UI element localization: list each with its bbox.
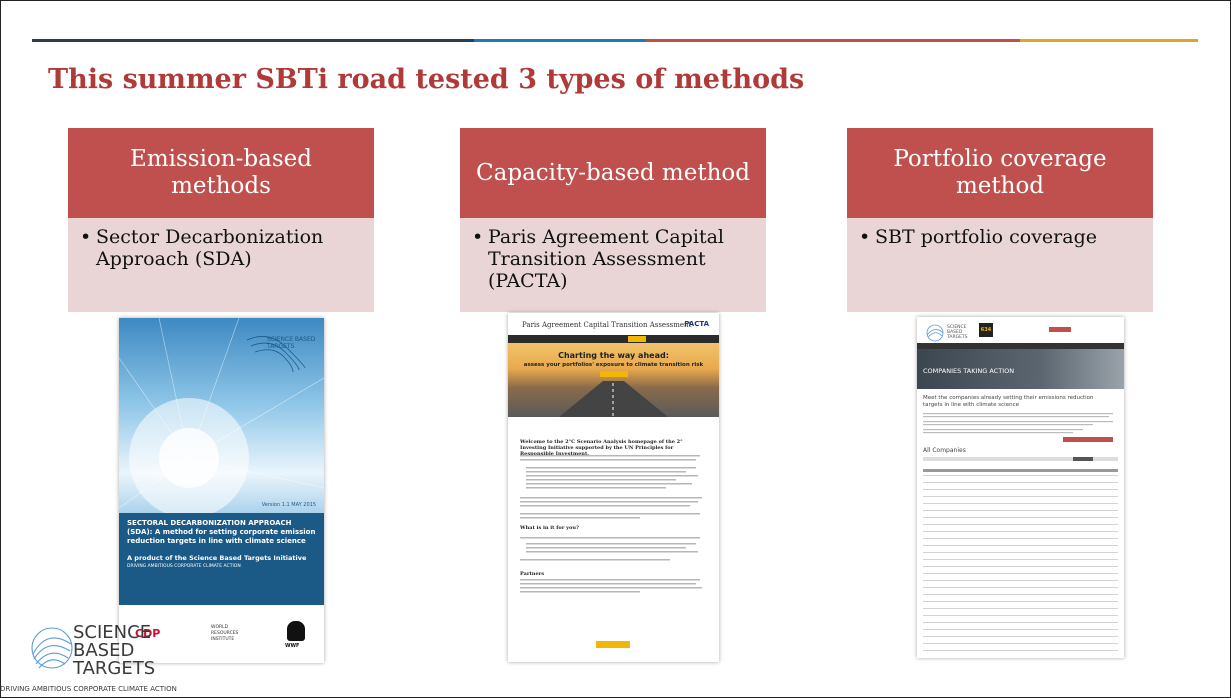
pacta-get-started-button[interactable] — [596, 641, 630, 648]
sbti-logo-icon — [31, 627, 73, 669]
pacta-hero-button[interactable] — [600, 371, 628, 377]
method-heading: Emission-based methods — [68, 128, 374, 218]
pacta-section-heading: What is in it for you? — [520, 525, 579, 531]
sbti-banner: COMPANIES TAKING ACTION — [917, 349, 1124, 389]
sbti-site-org-name: SCIENCE BASED TARGETS — [947, 325, 968, 340]
cover-title-band: SECTORAL DECARBONIZATION APPROACH (SDA):… — [119, 513, 324, 605]
cover-partner-strip: CDP WORLD RESOURCES INSTITUTE WWF — [119, 605, 324, 663]
sbti-nav-bar — [917, 343, 1124, 349]
cover-subheading: A product of the Science Based Targets I… — [127, 554, 307, 562]
method-bullet: SBT portfolio coverage — [875, 226, 1097, 248]
pacta-website-screenshot: Paris Agreement Capital Transition Asses… — [508, 313, 719, 662]
sbti-intro-text-lines — [923, 413, 1113, 442]
sbti-company-count: 634 — [979, 323, 993, 337]
method-card-emission: Emission-based methods •Sector Decarboni… — [68, 128, 374, 312]
method-body: •Sector Decarbonization Approach (SDA) — [68, 218, 374, 312]
sunburst-graphic — [119, 318, 324, 513]
panda-icon — [287, 621, 305, 641]
pacta-nav-bar — [508, 335, 719, 343]
sbti-companies-website-screenshot: SCIENCE BASED TARGETS 634 COMPANIES TAKI… — [917, 317, 1124, 658]
method-body: •SBT portfolio coverage — [847, 218, 1153, 312]
cover-version: Version 1.1 MAY 2015 — [261, 502, 316, 508]
sbti-logo-wordmark: SCIENCE BASED TARGETS — [73, 624, 155, 678]
cover-org-name: SCIENCE BASED TARGETS — [267, 336, 316, 350]
logo-line: SCIENCE — [73, 622, 152, 643]
method-heading: Portfolio coverage method — [847, 128, 1153, 218]
sda-report-cover-image: SCIENCE BASED TARGETS Version 1.1 MAY 20… — [119, 318, 324, 663]
cover-tagline: DRIVING AMBITIOUS CORPORATE CLIMATE ACTI… — [127, 564, 241, 569]
pacta-welcome-text: Welcome to the 2°C Scenario Analysis hom… — [520, 439, 683, 457]
sbti-companies-table — [923, 457, 1118, 651]
sbti-table-heading: All Companies — [923, 447, 966, 454]
pacta-hero-line1: Charting the way ahead: — [558, 351, 669, 360]
partner-wwf-logo: WWF — [285, 643, 300, 649]
pacta-logo: PACTA — [684, 320, 709, 328]
method-heading: Capacity-based method — [460, 128, 766, 218]
pacta-body-text-lines — [520, 455, 702, 561]
partner-cdp-logo: CDP — [135, 627, 161, 640]
sbti-banner-title: COMPANIES TAKING ACTION — [923, 367, 1015, 375]
pacta-section-heading: Partners — [520, 571, 545, 577]
method-card-portfolio: Portfolio coverage method •SBT portfolio… — [847, 128, 1153, 312]
pacta-hero-image: Charting the way ahead: assess your port… — [508, 343, 719, 417]
method-card-capacity: Capacity-based method •Paris Agreement C… — [460, 128, 766, 312]
method-bullet: Sector Decarbonization Approach (SDA) — [96, 226, 324, 270]
logo-line: TARGETS — [73, 658, 156, 679]
sbti-logo-icon — [926, 324, 944, 342]
sbti-logo-tagline: DRIVING AMBITIOUS CORPORATE CLIMATE ACTI… — [0, 685, 177, 693]
pacta-hero-line2: assess your portfolios' exposure to clim… — [523, 362, 704, 368]
pacta-site-title: Paris Agreement Capital Transition Asses… — [522, 321, 692, 329]
cover-heading: SECTORAL DECARBONIZATION APPROACH (SDA):… — [127, 519, 316, 545]
method-body: •Paris Agreement Capital Transition Asse… — [460, 218, 766, 312]
sbti-lead-text: Meet the companies already setting their… — [923, 395, 1094, 408]
partner-wri-logo: WORLD RESOURCES INSTITUTE — [211, 625, 239, 642]
method-bullet: Paris Agreement Capital Transition Asses… — [488, 226, 724, 292]
slide-title: This summer SBTi road tested 3 types of … — [48, 64, 805, 95]
sbti-commit-button[interactable] — [1049, 327, 1071, 332]
top-accent-bar — [32, 39, 1198, 42]
logo-line: BASED — [73, 640, 135, 661]
pacta-partners-text-lines — [520, 579, 702, 593]
